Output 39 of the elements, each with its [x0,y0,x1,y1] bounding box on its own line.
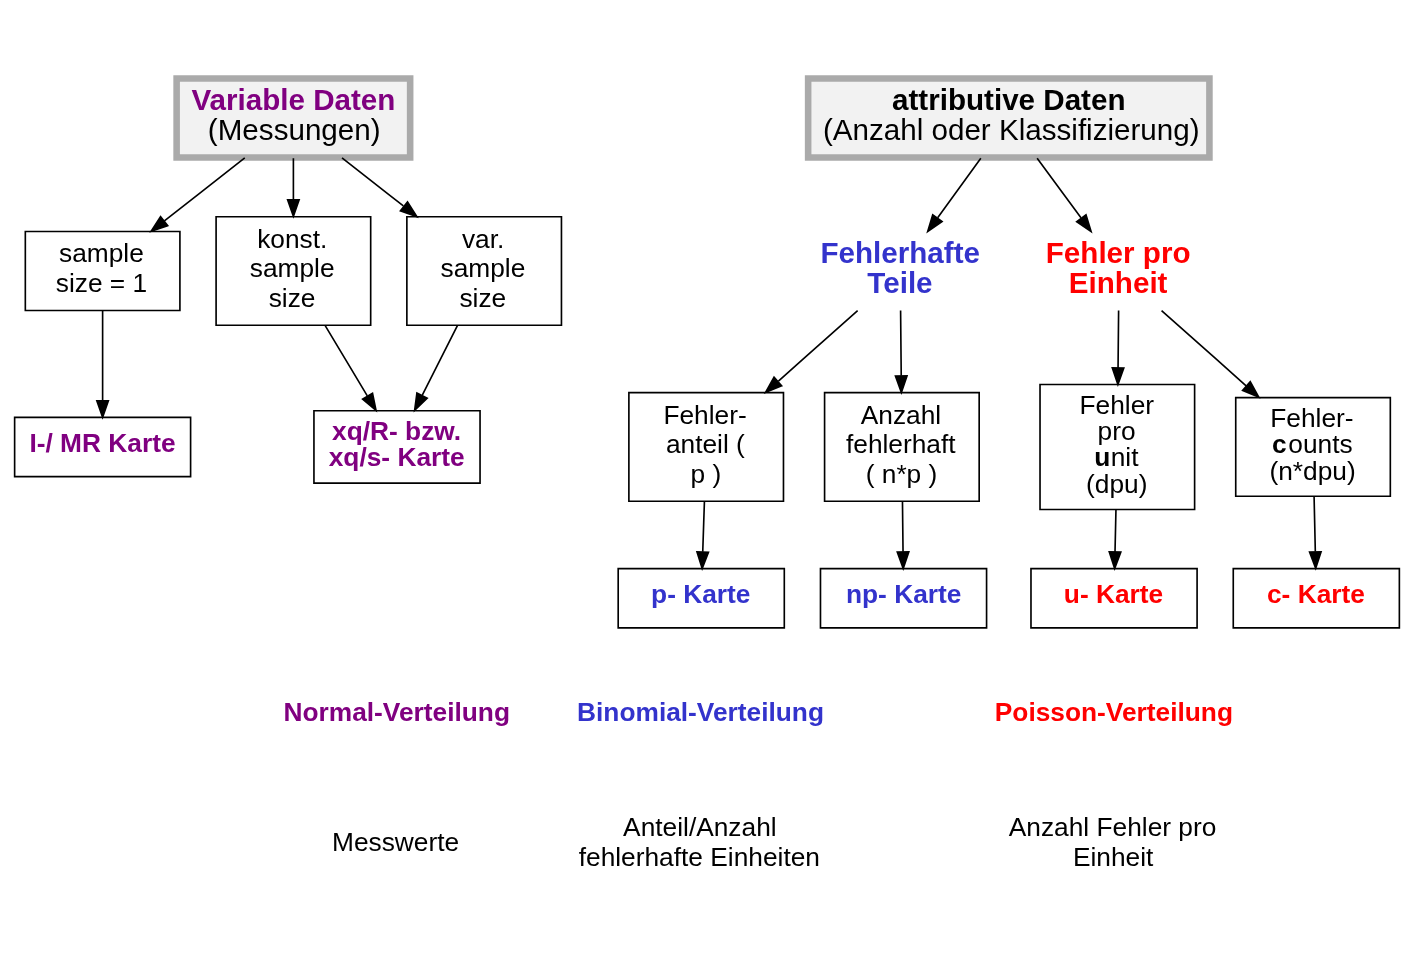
node-box: Fehler- anteil ( p ) [628,391,785,502]
arrow [695,500,710,571]
node-box: Fehler pro unit (dpu) [1039,383,1196,510]
node-text: Fehlerhafte Teile [820,235,980,299]
label: Binomial-Verteilung [577,696,825,727]
arrow [1160,309,1261,399]
label: Normal-Verteilung [283,696,511,727]
node-box: Fehler- counts (n*dpu) [1234,396,1392,497]
node-box: p- Karte [617,567,786,629]
node-box: c- Karte [1232,567,1401,629]
arrow [1036,156,1093,233]
node-text: Fehler pro Einheit [1045,235,1191,299]
arrow [926,156,982,233]
arrow [894,309,909,395]
node-box: var. sample size [406,215,563,326]
node-box: I-/ MR Karte [13,416,192,477]
label: Poisson-Verteilung [994,696,1233,727]
label: Anzahl Fehler pro Einheit [1008,811,1217,872]
arrow [324,324,378,412]
node-box: np- Karte [819,567,988,629]
node-box: u- Karte [1030,567,1198,629]
arrow [413,324,459,413]
arrow [286,156,301,219]
arrow [341,156,419,218]
arrow [763,309,859,394]
arrow [95,309,110,420]
arrow [1308,495,1323,571]
label: Messwerte [332,826,460,857]
arrow [149,156,246,233]
node-box: Variable Daten (Messungen) [173,74,414,161]
node-box: Anzahl fehlerhaft ( n*p ) [823,391,980,502]
arrow [1108,508,1122,571]
node-box: attributive Daten (Anzahl oder Klassifizierung) [804,74,1213,161]
arrow [896,500,910,571]
label: Anteil/Anzahl fehlerhafte Einheiten [578,811,820,872]
arrow [1111,309,1125,387]
node-box: sample size = 1 [24,230,181,311]
node-box: konst. sample size [215,215,372,326]
node-box: xq/R- bzw. xq/s- Karte [313,409,481,484]
